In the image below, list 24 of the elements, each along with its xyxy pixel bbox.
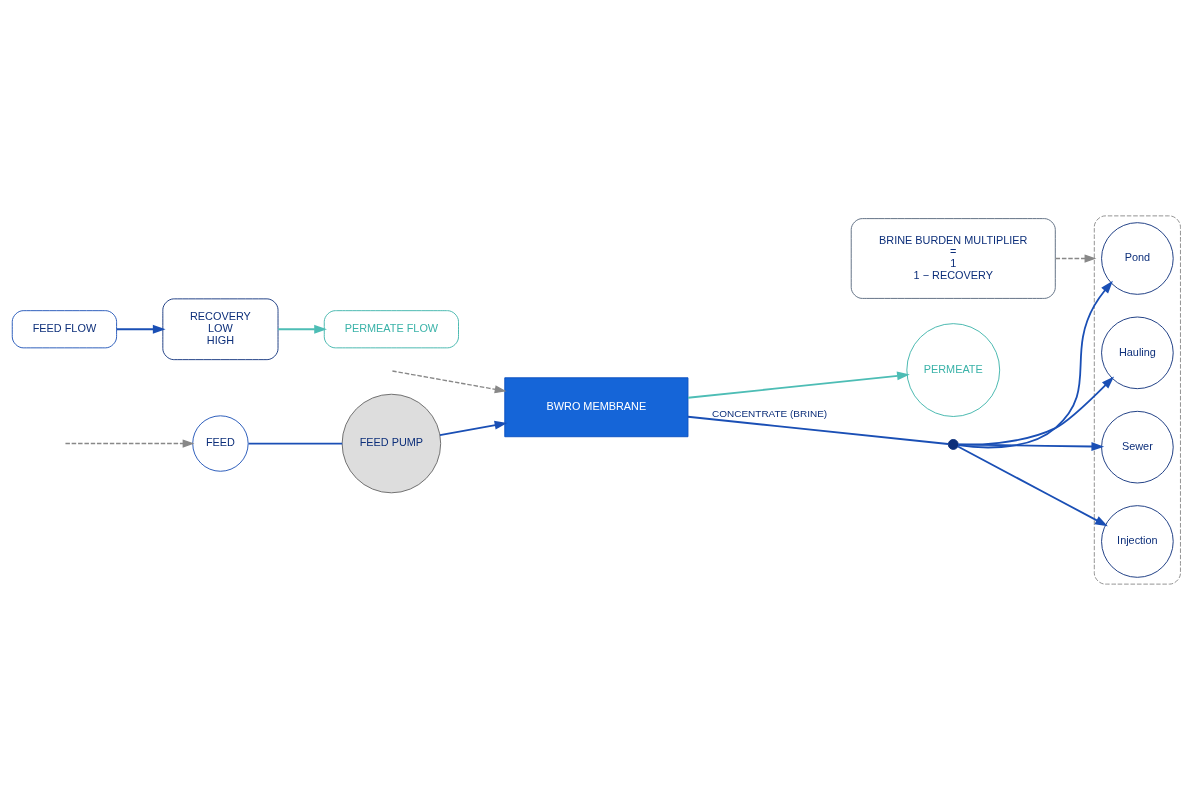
arrow (64, 439, 195, 448)
node-circle: Injection (1101, 505, 1174, 578)
node-box: BWRO MEMBRANE (504, 377, 689, 438)
connector (687, 415, 949, 445)
arrow (439, 420, 508, 436)
node-box: BRINE BURDEN MULTIPLIER = 1 1 − RECOVERY (850, 218, 1056, 299)
arrow (957, 445, 1108, 527)
arrow (957, 280, 1113, 449)
edge-label: CONCENTRATE (BRINE) (712, 408, 828, 420)
node-box: RECOVERY LOW HIGH (162, 298, 279, 361)
node-circle: Sewer (1101, 410, 1174, 484)
arrow (957, 376, 1115, 446)
node-circle (947, 439, 959, 450)
node-circle: FEED PUMP (341, 393, 442, 494)
arrow (391, 370, 507, 394)
node-circle: PERMEATE (906, 323, 1001, 417)
arrow (115, 324, 166, 334)
arrow (687, 371, 910, 399)
node-circle: FEED (192, 415, 249, 472)
arrow (1054, 254, 1097, 263)
node-box: PERMEATE FLOW (323, 310, 459, 349)
connector (247, 442, 344, 445)
arrow (277, 324, 327, 334)
node-box: FEED FLOW (11, 310, 118, 349)
